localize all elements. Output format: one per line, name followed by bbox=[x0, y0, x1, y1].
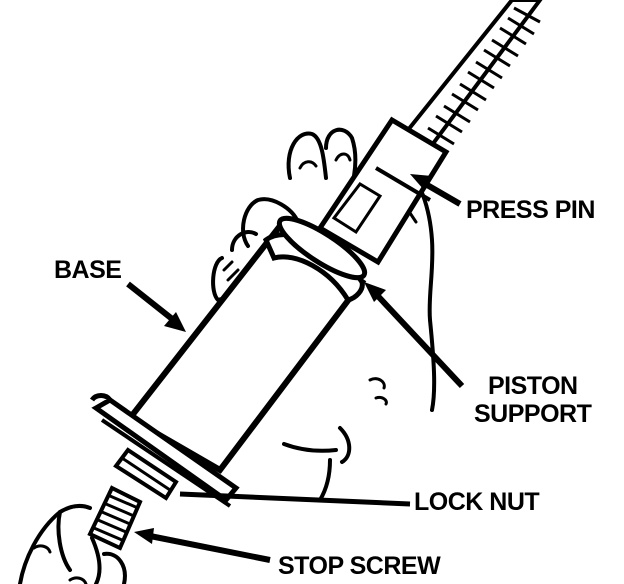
lower-hand-illustration bbox=[18, 503, 127, 584]
lock-nut-label: LOCK NUT bbox=[414, 488, 539, 516]
stop-screw-label: STOP SCREW bbox=[278, 552, 441, 580]
support-label-line2: SUPPORT bbox=[474, 400, 592, 428]
piston-support-leader-arrow bbox=[364, 282, 465, 389]
leader-arrows bbox=[126, 174, 465, 563]
lock-nut-leader-line bbox=[179, 491, 411, 507]
base-leader-arrow bbox=[126, 281, 186, 332]
press-pin-label: PRESS PIN bbox=[466, 196, 595, 224]
base-label: BASE bbox=[54, 256, 121, 284]
stop-screw-leader-arrow bbox=[134, 528, 271, 563]
press-pin-illustration bbox=[316, 0, 543, 266]
base-cylinder-illustration bbox=[125, 215, 368, 474]
press-pin-leader-arrow bbox=[410, 174, 462, 207]
piston-label-line1: PISTON bbox=[488, 372, 578, 400]
lock-nut-illustration bbox=[89, 393, 240, 508]
stop-screw-illustration bbox=[87, 485, 143, 551]
